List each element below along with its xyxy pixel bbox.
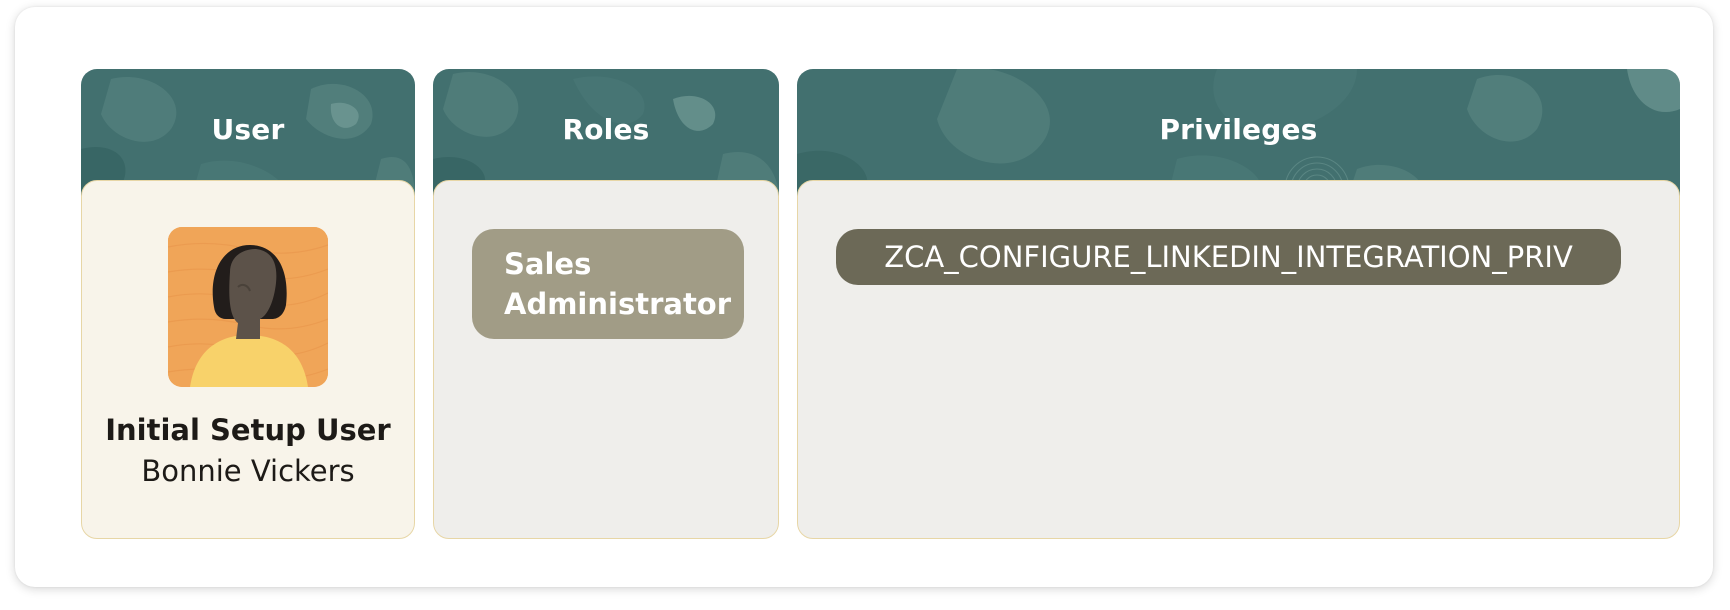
- roles-panel-body: Sales Administrator: [433, 180, 779, 539]
- access-diagram-card: User: [15, 7, 1713, 587]
- user-panel-body: Initial Setup User Bonnie Vickers: [81, 180, 415, 539]
- privilege-chip[interactable]: ZCA_CONFIGURE_LINKEDIN_INTEGRATION_PRIV: [836, 229, 1621, 285]
- role-chip-label-line2: Administrator: [504, 287, 732, 321]
- user-panel: User: [81, 69, 415, 539]
- privileges-panel-body: ZCA_CONFIGURE_LINKEDIN_INTEGRATION_PRIV: [797, 180, 1680, 539]
- user-role-label: Initial Setup User: [105, 413, 391, 447]
- roles-panel: Roles Sales Administrator: [433, 69, 779, 539]
- user-name: Bonnie Vickers: [141, 454, 355, 488]
- privileges-panel-title: Privileges: [1159, 113, 1318, 146]
- user-panel-title: User: [211, 113, 285, 146]
- roles-panel-title: Roles: [562, 113, 650, 146]
- role-chip-label-line1: Sales: [504, 247, 592, 281]
- person-avatar-icon: [168, 227, 328, 387]
- privileges-panel: Privileges ZCA_CONFIGURE_LINKEDIN_INTEGR…: [797, 69, 1680, 539]
- role-chip-sales-administrator[interactable]: Sales Administrator: [472, 229, 744, 339]
- roles-panel-header: Roles: [433, 69, 779, 199]
